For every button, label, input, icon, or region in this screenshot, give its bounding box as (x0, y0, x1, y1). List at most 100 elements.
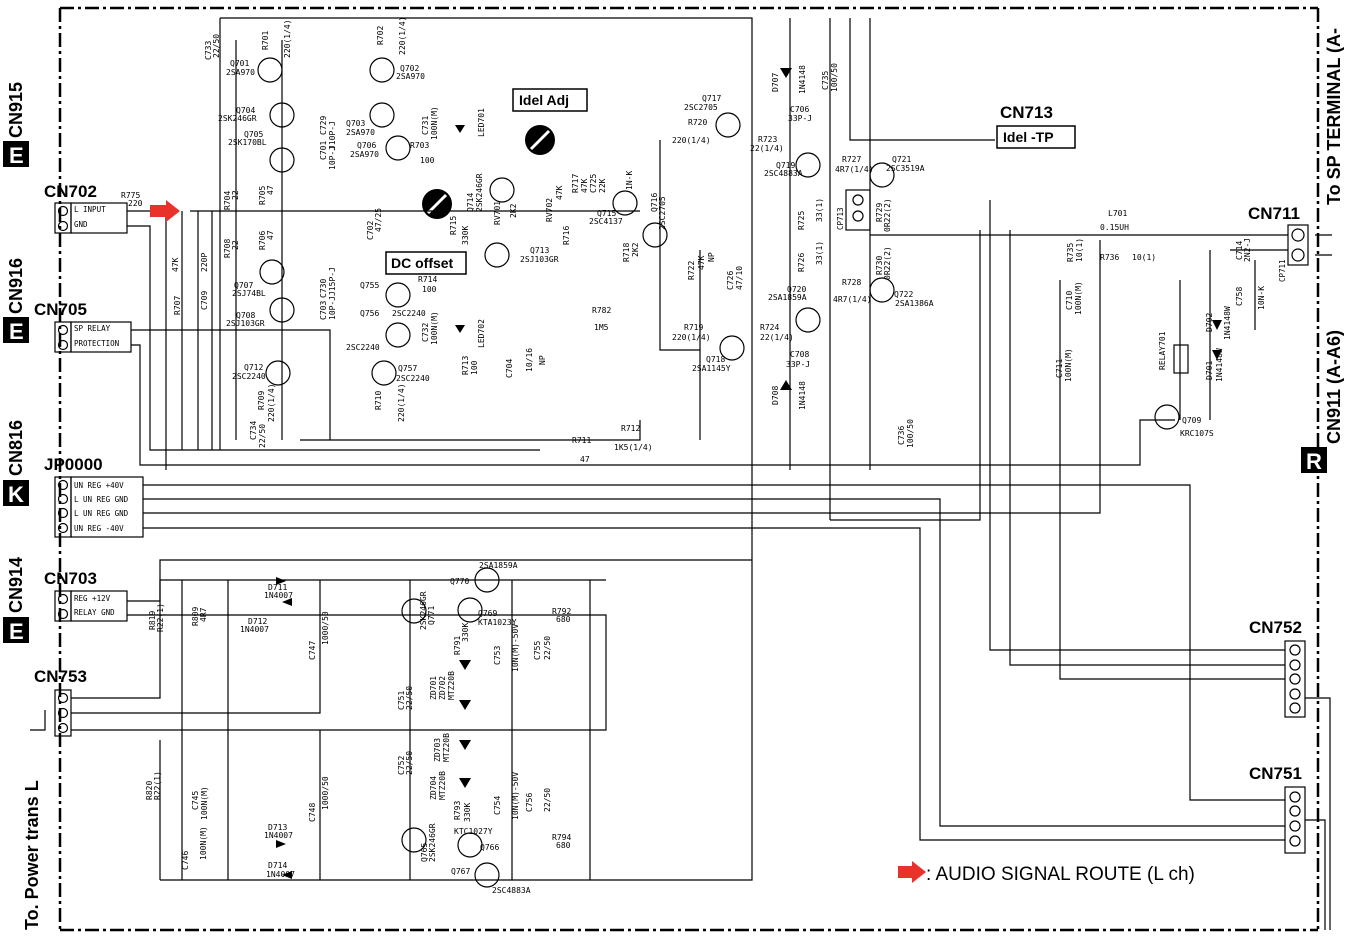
svg-text:L UN REG GND: L UN REG GND (74, 509, 129, 518)
connector-cn705: CN705 SP RELAY PROTECTION (34, 300, 132, 353)
svg-text:C702: C702 (366, 221, 375, 240)
svg-text:47/25: 47/25 (374, 208, 383, 232)
svg-text:Q756: Q756 (360, 309, 379, 318)
connector-jp0000: JP0000 UN REG +40V L UN REG GND L UN REG… (44, 455, 144, 538)
svg-text:R712: R712 (621, 424, 640, 433)
svg-text:MTZ20B: MTZ20B (438, 771, 447, 800)
svg-text:2SA970: 2SA970 (226, 68, 255, 77)
svg-text:R794: R794 (552, 833, 571, 842)
svg-text:CN705: CN705 (34, 300, 87, 319)
svg-text:22/50: 22/50 (543, 788, 552, 812)
svg-text:R715: R715 (449, 216, 458, 235)
svg-text:22/50: 22/50 (405, 751, 414, 775)
svg-text:220(1/4): 220(1/4) (398, 16, 407, 55)
svg-text:2SC4137: 2SC4137 (589, 217, 623, 226)
svg-text:Q705: Q705 (244, 130, 263, 139)
svg-text:10N(M)-50V: 10N(M)-50V (511, 772, 520, 820)
svg-text:22/50: 22/50 (258, 424, 267, 448)
svg-text:R709: R709 (257, 391, 266, 410)
svg-text:1N4007: 1N4007 (266, 870, 295, 879)
svg-text:C754: C754 (493, 796, 502, 815)
svg-text:2SK246GR: 2SK246GR (475, 173, 484, 212)
svg-text:1M5: 1M5 (594, 323, 609, 332)
svg-text:R706: R706 (258, 231, 267, 250)
svg-text:4R7: 4R7 (199, 607, 208, 622)
svg-text:J10P-J: J10P-J (328, 121, 337, 150)
label-cn916: CN916 (6, 258, 26, 314)
svg-text:33P-J: 33P-J (788, 114, 812, 123)
svg-text:100N(M): 100N(M) (430, 106, 439, 140)
svg-text:KTA1023Y: KTA1023Y (478, 618, 517, 627)
svg-text:R735: R735 (1066, 243, 1075, 262)
svg-text:R809: R809 (191, 607, 200, 626)
svg-text:47: 47 (266, 230, 275, 240)
svg-text:220: 220 (128, 199, 143, 208)
svg-text:2SK246GR: 2SK246GR (419, 591, 428, 630)
svg-text:R714: R714 (418, 275, 437, 284)
svg-text:2SA1859A: 2SA1859A (768, 293, 807, 302)
svg-text:CN713: CN713 (1000, 103, 1053, 122)
svg-text:UN REG +40V: UN REG +40V (74, 481, 124, 490)
svg-text:680: 680 (556, 615, 571, 624)
side-badges: E E K E R (3, 141, 1327, 644)
svg-text:2SC3519A: 2SC3519A (886, 164, 925, 173)
svg-text:2SC2240: 2SC2240 (392, 309, 426, 318)
svg-text:1N-K: 1N-K (625, 171, 634, 190)
svg-text:CN703: CN703 (44, 569, 97, 588)
svg-text:R791: R791 (453, 636, 462, 655)
svg-text:LED701: LED701 (477, 108, 486, 137)
svg-text:C753: C753 (493, 646, 502, 665)
svg-text:Q716: Q716 (650, 193, 659, 212)
svg-text:CN753: CN753 (34, 667, 87, 686)
dc-offset-box: DC offset (385, 251, 467, 275)
svg-text:RV701: RV701 (493, 201, 502, 225)
svg-text:100N(M): 100N(M) (1074, 281, 1083, 315)
svg-text:220P: 220P (200, 253, 209, 272)
svg-text:Q713: Q713 (530, 246, 549, 255)
svg-text:SP RELAY: SP RELAY (74, 324, 111, 333)
svg-text:2K2: 2K2 (509, 203, 518, 218)
svg-text:2SC4883A: 2SC4883A (492, 886, 531, 895)
svg-text:NP: NP (707, 252, 716, 262)
legend-text: : AUDIO SIGNAL ROUTE (L ch) (926, 864, 1195, 885)
svg-text:0R22(2): 0R22(2) (883, 246, 892, 280)
svg-text:C756: C756 (525, 793, 534, 812)
svg-text:Q771: Q771 (427, 606, 436, 625)
svg-text:1N4148: 1N4148 (798, 381, 807, 410)
badge-e-cn916: E (9, 319, 24, 344)
svg-text:R716: R716 (562, 226, 571, 245)
svg-text:R782: R782 (592, 306, 611, 315)
svg-text:Q712: Q712 (244, 363, 263, 372)
svg-text:2SC2240: 2SC2240 (396, 374, 430, 383)
svg-text:R705: R705 (258, 186, 267, 205)
svg-text:22(1/4): 22(1/4) (760, 333, 794, 342)
dc-offset-knob-icon (422, 189, 452, 219)
svg-text:RELAY GND: RELAY GND (74, 608, 115, 617)
svg-text:Q709: Q709 (1182, 416, 1201, 425)
svg-text:Q770: Q770 (450, 577, 469, 586)
svg-text:100: 100 (422, 285, 437, 294)
svg-text:UN REG -40V: UN REG -40V (74, 524, 124, 533)
svg-text:220(1/4): 220(1/4) (672, 333, 711, 342)
svg-text:680: 680 (556, 841, 571, 850)
svg-text:R725: R725 (797, 211, 806, 230)
svg-text:2SC2240: 2SC2240 (346, 343, 380, 352)
component-labels: R775 220 R701 220(1/4) R702 220(1/4) C73… (121, 16, 1266, 895)
svg-text:Q714: Q714 (466, 193, 475, 212)
svg-text:DC offset: DC offset (391, 255, 454, 271)
svg-text:2SA970: 2SA970 (350, 150, 379, 159)
svg-text:R723: R723 (758, 135, 777, 144)
svg-text:0R22(2): 0R22(2) (883, 198, 892, 232)
svg-text:220(1/4): 220(1/4) (283, 19, 292, 58)
svg-text:Idel Adj: Idel Adj (519, 92, 569, 108)
svg-text:Q707: Q707 (234, 281, 253, 290)
svg-text:C733: C733 (204, 41, 213, 60)
svg-text:220(1/4): 220(1/4) (672, 136, 711, 145)
svg-text:R727: R727 (842, 155, 861, 164)
svg-text:C758: C758 (1235, 287, 1244, 306)
svg-text:Idel -TP: Idel -TP (1003, 129, 1054, 145)
svg-text:100N(M): 100N(M) (199, 826, 208, 860)
svg-text:D712: D712 (248, 617, 267, 626)
svg-text:R819: R819 (148, 611, 157, 630)
